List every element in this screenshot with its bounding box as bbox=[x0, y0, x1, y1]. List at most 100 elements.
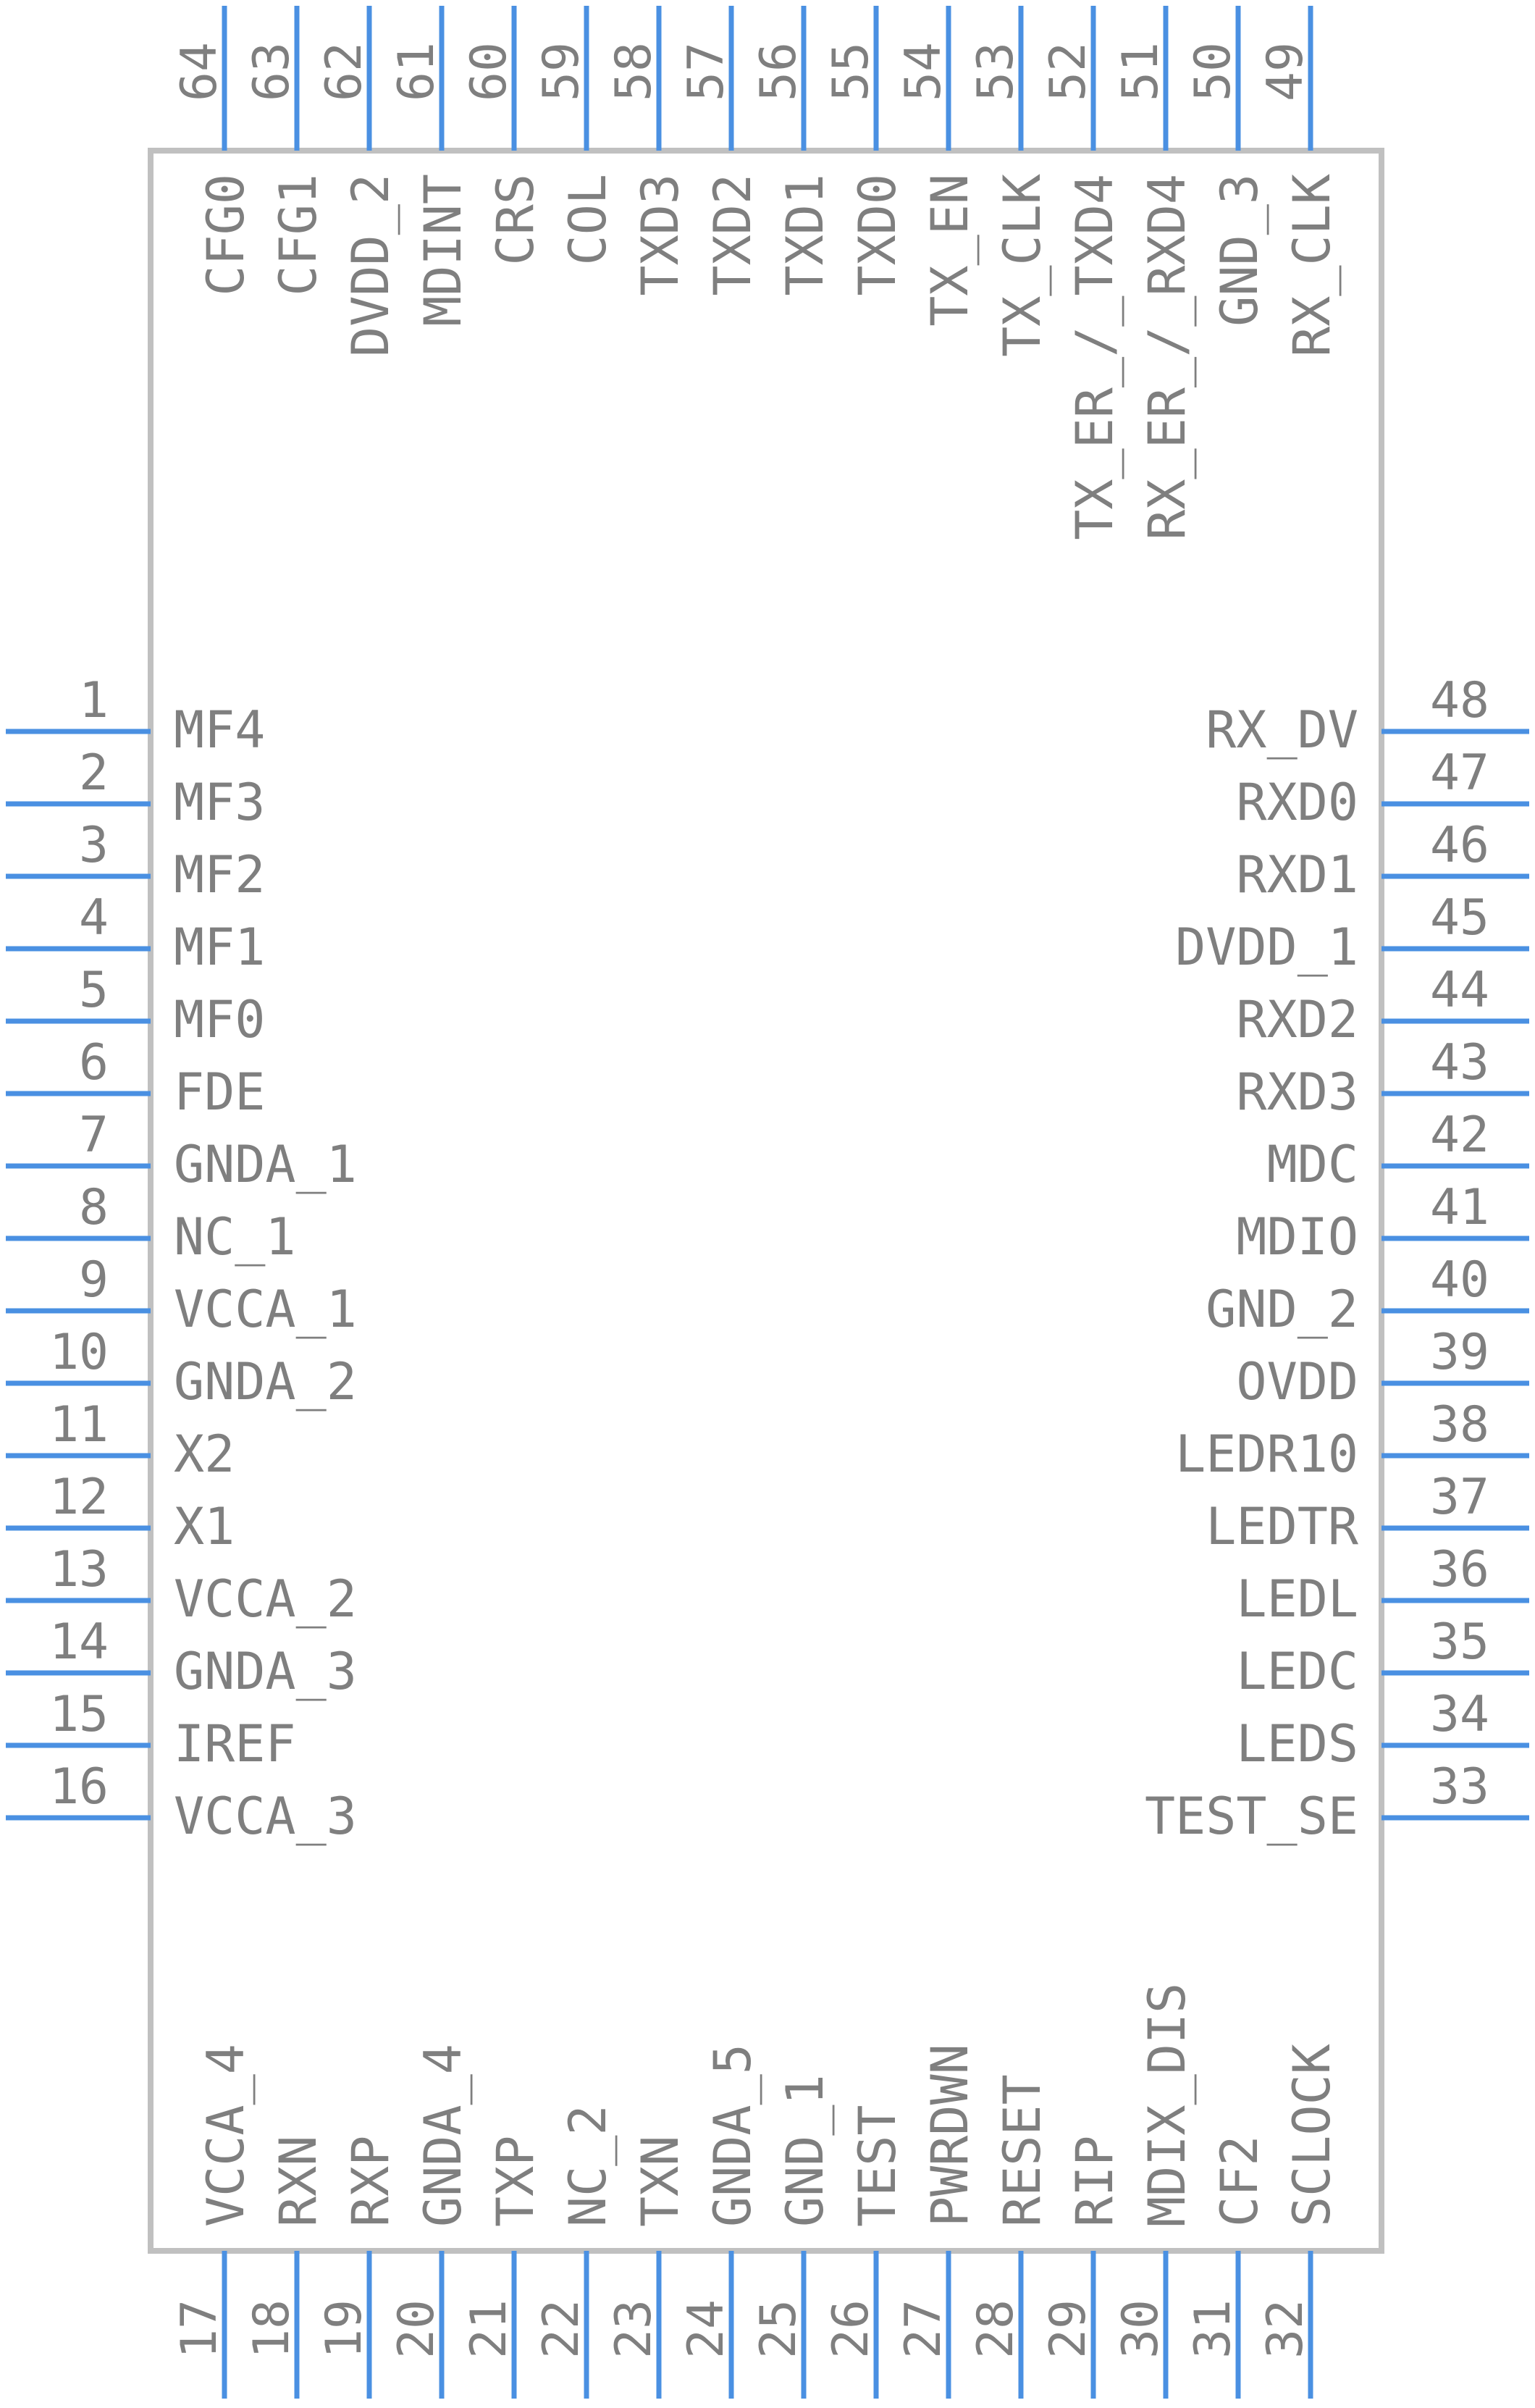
pin-58-name: TXD3 bbox=[631, 174, 690, 296]
pin-20-name: GNDA_4 bbox=[413, 2044, 473, 2227]
pin-6-number: 6 bbox=[79, 1034, 109, 1091]
pin-40-number: 40 bbox=[1430, 1251, 1489, 1309]
pin-53-name: TX_CLK bbox=[993, 174, 1052, 357]
pin-13-name: VCCA_2 bbox=[174, 1569, 357, 1629]
pin-5-name: MF0 bbox=[174, 990, 265, 1049]
pin-49-name: RX_CLK bbox=[1282, 174, 1342, 357]
pin-38-name: LEDR10 bbox=[1175, 1425, 1358, 1484]
pin-50-name: GND_3 bbox=[1210, 174, 1269, 327]
pin-40-name: GND_2 bbox=[1206, 1280, 1358, 1339]
pin-16-number: 16 bbox=[49, 1758, 109, 1816]
pin-18-name: RXN bbox=[269, 2136, 328, 2227]
pin-12-name: X1 bbox=[174, 1497, 235, 1556]
pin-62-name: DVDD_2 bbox=[341, 174, 400, 357]
pin-58-number: 58 bbox=[605, 42, 663, 101]
pin-22-number: 22 bbox=[533, 2299, 590, 2359]
pin-55-number: 55 bbox=[823, 42, 880, 101]
pin-28-name: RESET bbox=[993, 2074, 1052, 2227]
pin-54-name: TX_EN bbox=[920, 174, 980, 327]
pin-47-number: 47 bbox=[1430, 744, 1489, 802]
pin-37-name: LEDTR bbox=[1206, 1497, 1359, 1556]
pin-64-number: 64 bbox=[171, 42, 228, 101]
pin-63-number: 63 bbox=[243, 42, 300, 101]
pin-35-number: 35 bbox=[1430, 1614, 1489, 1671]
pin-31-number: 31 bbox=[1185, 2299, 1242, 2359]
pin-5-number: 5 bbox=[79, 962, 109, 1019]
pin-56-name: TXD1 bbox=[775, 174, 835, 296]
pin-50-number: 50 bbox=[1185, 42, 1242, 101]
pin-44-name: RXD2 bbox=[1236, 990, 1358, 1049]
pin-39-number: 39 bbox=[1430, 1324, 1489, 1381]
pin-42-name: MDC bbox=[1267, 1135, 1358, 1194]
pin-32-number: 32 bbox=[1257, 2299, 1314, 2359]
pin-24-number: 24 bbox=[678, 2299, 735, 2359]
pin-48-name: RX_DV bbox=[1206, 700, 1358, 760]
pin-56-number: 56 bbox=[750, 42, 807, 101]
pin-14-number: 14 bbox=[49, 1614, 109, 1671]
pin-54-number: 54 bbox=[895, 42, 952, 101]
pin-47-name: RXD0 bbox=[1236, 773, 1358, 832]
pin-2-name: MF3 bbox=[174, 773, 265, 832]
pin-22-name: NC_2 bbox=[558, 2105, 618, 2227]
pin-46-number: 46 bbox=[1430, 817, 1489, 874]
pin-61-name: MDINT bbox=[413, 174, 473, 327]
pin-10-name: GNDA_2 bbox=[174, 1352, 357, 1411]
pin-30-number: 30 bbox=[1112, 2299, 1169, 2359]
pin-41-name: MDIO bbox=[1236, 1207, 1358, 1267]
pin-21-name: TXP bbox=[486, 2136, 545, 2227]
pin-59-number: 59 bbox=[533, 42, 590, 101]
pin-29-number: 29 bbox=[1040, 2299, 1097, 2359]
pin-29-name: RIP bbox=[1065, 2136, 1124, 2227]
pin-57-number: 57 bbox=[678, 42, 735, 101]
pin-8-number: 8 bbox=[79, 1179, 109, 1236]
pin-13-number: 13 bbox=[49, 1541, 109, 1598]
pin-43-number: 43 bbox=[1430, 1034, 1489, 1091]
pin-46-name: RXD1 bbox=[1236, 845, 1358, 905]
pin-27-name: PWRDWN bbox=[920, 2044, 980, 2227]
pin-15-name: IREF bbox=[174, 1714, 296, 1774]
pin-34-name: LEDS bbox=[1236, 1714, 1358, 1774]
pin-8-name: NC_1 bbox=[174, 1207, 296, 1267]
pin-1-name: MF4 bbox=[174, 700, 265, 760]
pin-31-name: CF2 bbox=[1210, 2136, 1269, 2227]
pin-16-name: VCCA_3 bbox=[174, 1787, 357, 1846]
pin-51-name: RX_ER_/_RXD4 bbox=[1137, 174, 1197, 540]
pin-9-name: VCCA_1 bbox=[174, 1280, 357, 1339]
pin-52-name: TX_ER_/_TXD4 bbox=[1065, 174, 1124, 540]
pin-7-number: 7 bbox=[79, 1107, 109, 1164]
pin-26-number: 26 bbox=[823, 2299, 880, 2359]
pin-15-number: 15 bbox=[49, 1686, 109, 1743]
pin-39-name: OVDD bbox=[1236, 1352, 1358, 1411]
pin-10-number: 10 bbox=[49, 1324, 109, 1381]
pin-2-number: 2 bbox=[79, 744, 109, 802]
pin-17-name: VCCA_4 bbox=[196, 2044, 256, 2227]
pin-48-number: 48 bbox=[1430, 672, 1489, 729]
pin-61-number: 61 bbox=[388, 42, 445, 101]
pin-25-name: GND_1 bbox=[775, 2074, 835, 2227]
pin-17-number: 17 bbox=[171, 2299, 228, 2359]
pin-60-number: 60 bbox=[460, 42, 518, 101]
pin-20-number: 20 bbox=[388, 2299, 445, 2359]
pin-45-number: 45 bbox=[1430, 889, 1489, 947]
pin-4-number: 4 bbox=[79, 889, 109, 947]
pin-63-name: CFG1 bbox=[269, 174, 328, 296]
pin-4-name: MF1 bbox=[174, 918, 265, 977]
pin-11-number: 11 bbox=[49, 1396, 109, 1453]
pin-35-name: LEDC bbox=[1236, 1642, 1358, 1701]
pin-6-name: FDE bbox=[174, 1062, 265, 1122]
pin-14-name: GNDA_3 bbox=[174, 1642, 357, 1701]
pin-33-number: 33 bbox=[1430, 1758, 1489, 1816]
pin-3-number: 3 bbox=[79, 817, 109, 874]
pin-11-name: X2 bbox=[174, 1425, 235, 1484]
pin-27-number: 27 bbox=[895, 2299, 952, 2359]
pin-42-number: 42 bbox=[1430, 1107, 1489, 1164]
ic-body-outline bbox=[148, 148, 1384, 2254]
pin-37-number: 37 bbox=[1430, 1469, 1489, 1526]
pin-45-name: DVDD_1 bbox=[1175, 918, 1358, 977]
pin-36-number: 36 bbox=[1430, 1541, 1489, 1598]
pin-34-number: 34 bbox=[1430, 1686, 1489, 1743]
pin-33-name: TEST_SE bbox=[1145, 1787, 1358, 1846]
pin-26-name: TEST bbox=[848, 2105, 907, 2227]
